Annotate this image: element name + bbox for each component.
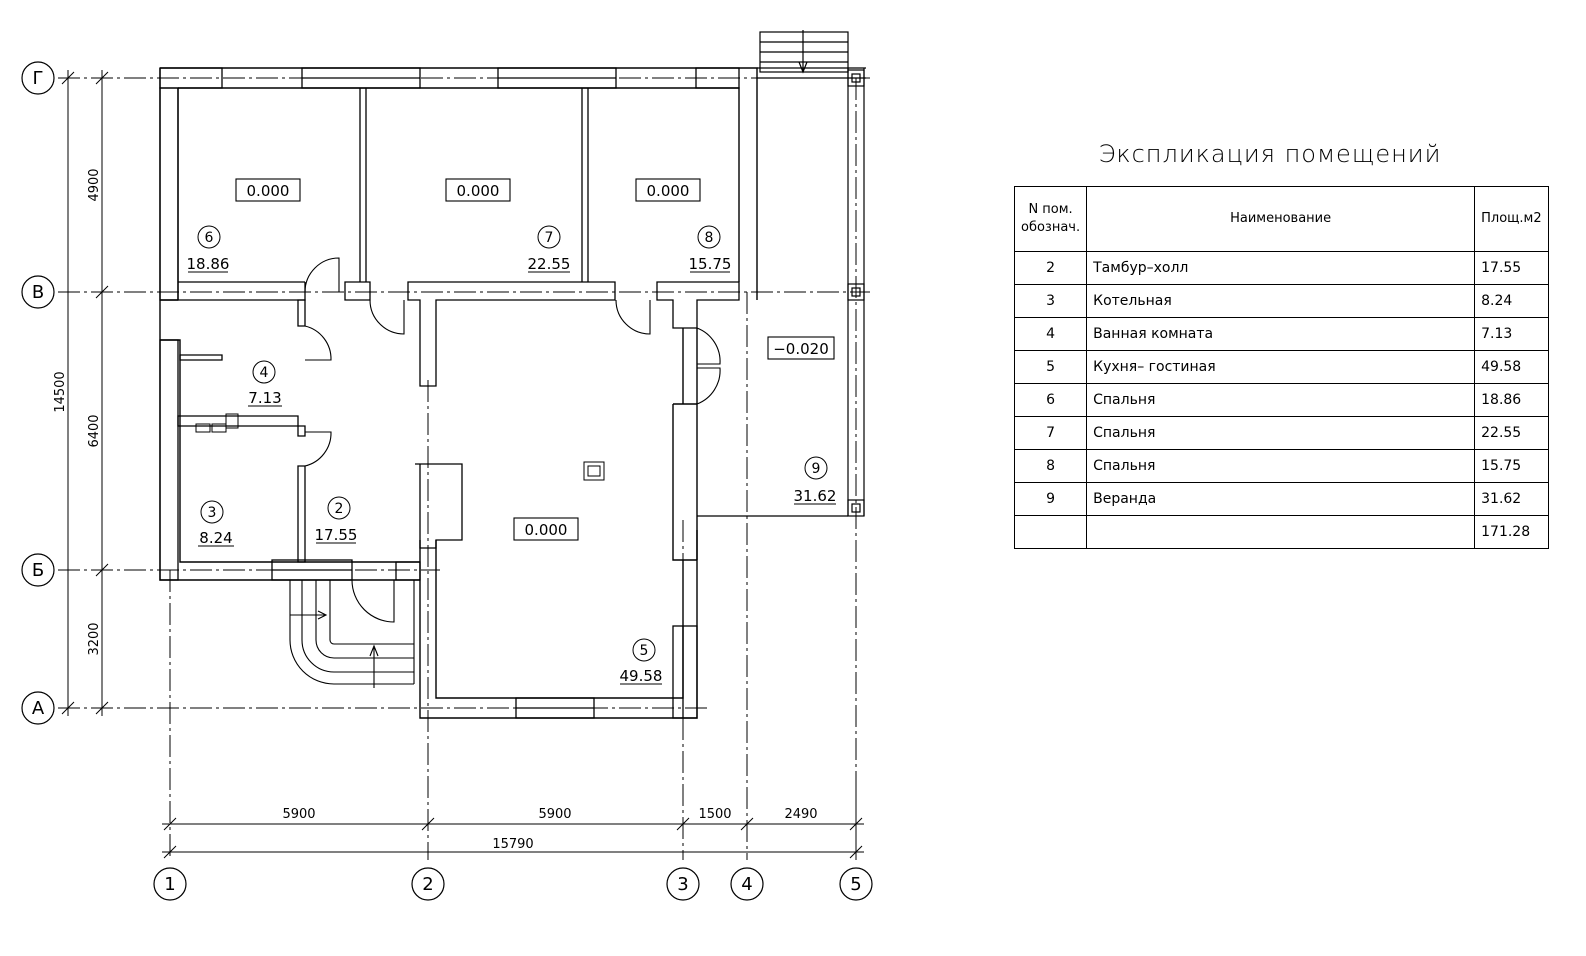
axis-label-g: Г <box>33 68 44 89</box>
dim-total-width: 15790 <box>492 837 533 852</box>
table-row: 2 Тамбур–холл 17.55 <box>1013 251 1549 285</box>
header-room-name: Наименование <box>1086 186 1476 252</box>
total-row: 171.28 <box>1013 515 1549 549</box>
axis-label-v: В <box>32 282 44 303</box>
entrance-steps <box>289 580 415 688</box>
row-name: Кухня– гостиная <box>1086 350 1476 384</box>
table-row: 7 Спальня 22.55 <box>1013 416 1549 450</box>
level-boxes <box>235 178 835 541</box>
veranda <box>697 30 866 517</box>
room-area-6: 18.86 <box>187 255 230 273</box>
axis-label-2: 2 <box>422 874 433 895</box>
room-number-7: 7 <box>545 230 554 246</box>
row-area: 49.58 <box>1474 350 1549 384</box>
row-number: 7 <box>1013 416 1088 450</box>
dim-width-1: 5900 <box>282 807 315 822</box>
dim-width-4: 2490 <box>784 807 817 822</box>
row-number: 8 <box>1013 449 1088 483</box>
header-room-area: Площ.м2 <box>1474 186 1549 252</box>
room-number-6: 6 <box>205 230 214 246</box>
row-name: Ванная комната <box>1086 317 1476 351</box>
floor-plan-drawing: Г В Б А 1 2 3 4 5 14500 4900 6400 3200 5… <box>21 30 873 901</box>
axis-label-a: А <box>32 698 45 719</box>
room-number-3: 3 <box>208 505 217 521</box>
row-number: 5 <box>1013 350 1088 384</box>
room-area-7: 22.55 <box>528 255 571 273</box>
level-room5: 0.000 <box>525 521 568 539</box>
windows <box>159 67 740 719</box>
row-name: Спальня <box>1086 383 1476 417</box>
left-dimensions <box>61 70 109 716</box>
dim-height-3: 3200 <box>87 622 102 655</box>
row-number: 3 <box>1013 284 1088 318</box>
table-row: 5 Кухня– гостиная 49.58 <box>1013 350 1549 384</box>
dim-width-3: 1500 <box>698 807 731 822</box>
row-name: Тамбур–холл <box>1086 251 1476 285</box>
room-area-4: 7.13 <box>248 389 281 407</box>
axis-label-3: 3 <box>677 874 688 895</box>
row-area: 18.86 <box>1474 383 1549 417</box>
table-row: 8 Спальня 15.75 <box>1013 449 1549 483</box>
row-name: Спальня <box>1086 449 1476 483</box>
room-area-5: 49.58 <box>620 667 663 685</box>
bottom-dimensions <box>162 790 864 860</box>
table-row: 4 Ванная комната 7.13 <box>1013 317 1549 351</box>
interior-walls <box>177 88 740 581</box>
header-room-number-line1: N пом. <box>1028 202 1073 217</box>
table-row: 9 Веранда 31.62 <box>1013 482 1549 516</box>
row-area: 22.55 <box>1474 416 1549 450</box>
total-area: 171.28 <box>1474 515 1549 549</box>
fixtures <box>195 413 605 481</box>
room-area-8: 15.75 <box>689 255 732 273</box>
room-area-2: 17.55 <box>315 526 358 544</box>
dim-total-height: 14500 <box>53 371 68 412</box>
room-number-8: 8 <box>705 230 714 246</box>
axis-label-1: 1 <box>164 874 175 895</box>
room-area-9: 31.62 <box>794 487 837 505</box>
table-row: 6 Спальня 18.86 <box>1013 383 1549 417</box>
row-name: Спальня <box>1086 416 1476 450</box>
row-area: 31.62 <box>1474 482 1549 516</box>
row-area: 7.13 <box>1474 317 1549 351</box>
room-number-9: 9 <box>812 461 821 477</box>
room-number-2: 2 <box>335 501 344 517</box>
level-room8: 0.000 <box>647 182 690 200</box>
row-number: 9 <box>1013 482 1088 516</box>
table-row: 3 Котельная 8.24 <box>1013 284 1549 318</box>
axis-label-4: 4 <box>741 874 752 895</box>
room-area-3: 8.24 <box>199 529 232 547</box>
axis-markers <box>21 61 873 901</box>
row-name: Веранда <box>1086 482 1476 516</box>
total-number-cell <box>1013 515 1088 549</box>
doors <box>304 257 721 623</box>
dim-width-2: 5900 <box>538 807 571 822</box>
row-name: Котельная <box>1086 284 1476 318</box>
axis-label-5: 5 <box>850 874 861 895</box>
row-area: 17.55 <box>1474 251 1549 285</box>
explication-header-row: N пом. обознач. Наименование Площ.м2 <box>1013 186 1549 252</box>
explication-table: N пом. обознач. Наименование Площ.м2 2 Т… <box>1013 186 1549 549</box>
header-room-number: N пом. обознач. <box>1013 186 1088 252</box>
room-number-5: 5 <box>640 643 649 659</box>
row-area: 8.24 <box>1474 284 1549 318</box>
level-room7: 0.000 <box>457 182 500 200</box>
dim-height-1: 4900 <box>87 168 102 201</box>
level-veranda: −0.020 <box>773 340 829 358</box>
explication-title: Экспликация помещений <box>1098 140 1442 168</box>
row-number: 6 <box>1013 383 1088 417</box>
header-room-number-line2: обознач. <box>1021 220 1081 235</box>
row-area: 15.75 <box>1474 449 1549 483</box>
total-name-cell <box>1086 515 1476 549</box>
row-number: 2 <box>1013 251 1088 285</box>
level-room6: 0.000 <box>247 182 290 200</box>
axis-label-b: Б <box>32 560 44 581</box>
row-number: 4 <box>1013 317 1088 351</box>
dim-height-2: 6400 <box>87 414 102 447</box>
room-number-4: 4 <box>260 365 269 381</box>
room-number-circles <box>197 225 828 662</box>
axis-lines <box>58 77 870 860</box>
area-underlines <box>188 271 836 685</box>
